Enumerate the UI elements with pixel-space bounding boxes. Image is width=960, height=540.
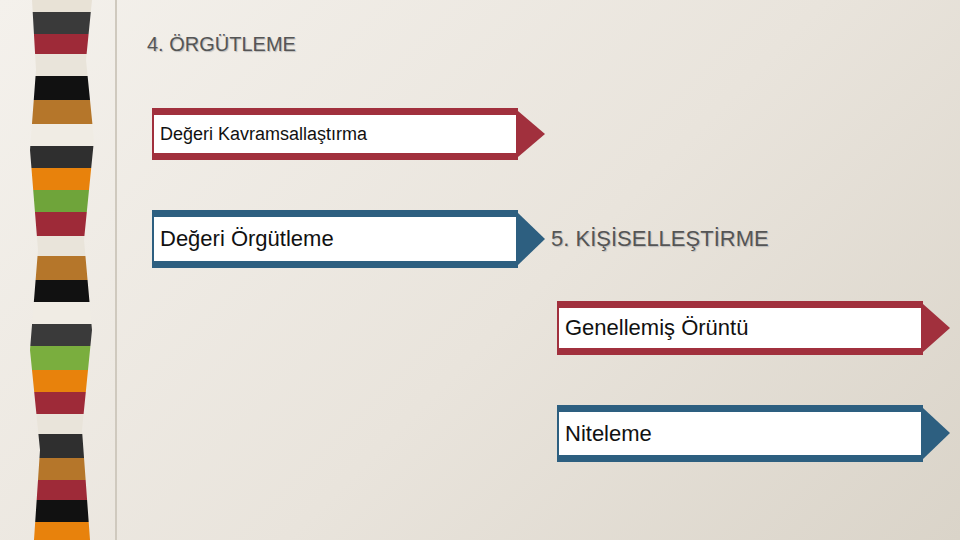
chevron-box: Değeri Örgütleme [152, 210, 518, 268]
divider-line [115, 0, 117, 540]
box-text: Değeri Örgütleme [160, 226, 334, 252]
box-text: Niteleme [565, 421, 652, 447]
chevron-box: Niteleme [557, 405, 923, 462]
chevron-box: Genellemiş Örüntü [557, 301, 923, 355]
box-text: Genellemiş Örüntü [565, 315, 748, 341]
box-text: Değeri Kavramsallaştırma [160, 124, 367, 145]
arrow-tip [518, 111, 545, 157]
arrow-tip [923, 408, 950, 459]
section-heading: 5. KİŞİSELLEŞTİRME [551, 226, 769, 252]
chevron-box: Değeri Kavramsallaştırma [152, 108, 518, 160]
arrow-tip [923, 304, 950, 352]
arrow-tip [518, 213, 545, 265]
stripe-band [0, 0, 120, 540]
slide-title: 4. ÖRGÜTLEME [147, 33, 296, 56]
